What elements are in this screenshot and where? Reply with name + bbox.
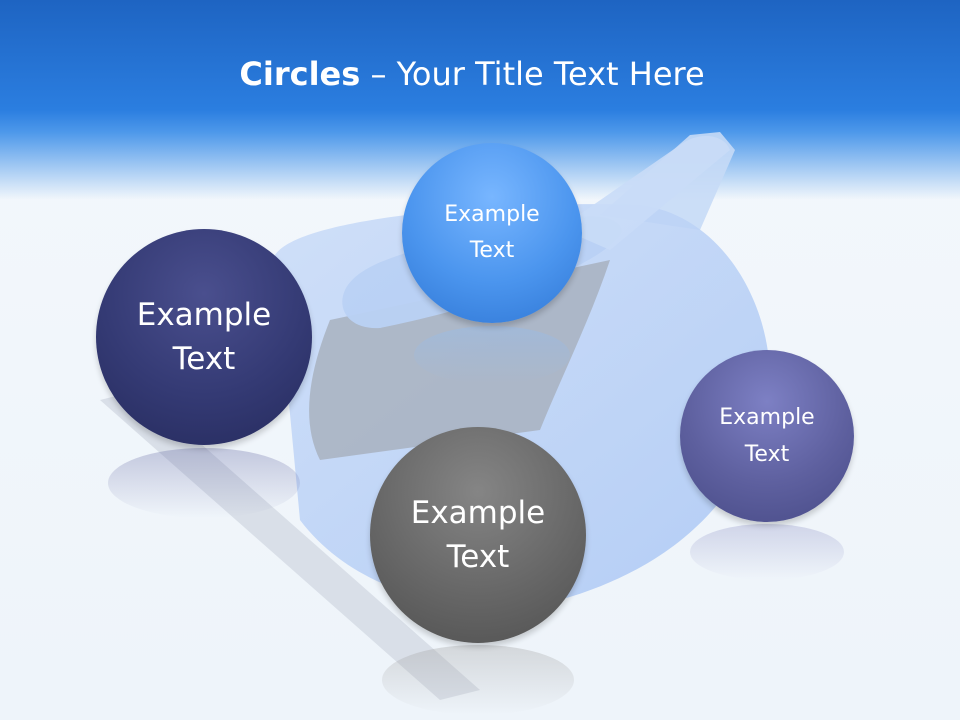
circle-label-line2: Text <box>744 442 790 467</box>
circle-reflection <box>382 645 574 715</box>
slide-title: Circles – Your Title Text Here <box>0 52 944 96</box>
circle-light-blue[interactable]: Example Text <box>402 143 582 323</box>
slide-title-rest: – Your Title Text Here <box>360 55 705 93</box>
circle-label-line1: Example <box>136 297 272 333</box>
circle-reflection <box>108 448 300 518</box>
circle-label: Example Text <box>719 399 814 473</box>
circle-label: Example Text <box>411 491 546 579</box>
circle-label: Example Text <box>137 293 272 381</box>
circle-label-line1: Example <box>719 405 815 430</box>
circle-reflection <box>690 524 844 580</box>
circle-label: Example Text <box>444 197 539 269</box>
circle-label-line2: Text <box>446 539 510 575</box>
circle-label-line2: Text <box>469 238 515 263</box>
circle-label-line1: Example <box>444 202 540 227</box>
circle-reflection <box>414 326 570 384</box>
circle-gray[interactable]: Example Text <box>370 427 586 643</box>
slide-title-bold: Circles <box>239 55 361 93</box>
circle-label-line1: Example <box>410 495 546 531</box>
circle-dark-navy[interactable]: Example Text <box>96 229 312 445</box>
circle-label-line2: Text <box>172 341 236 377</box>
circle-purple[interactable]: Example Text <box>680 350 854 522</box>
